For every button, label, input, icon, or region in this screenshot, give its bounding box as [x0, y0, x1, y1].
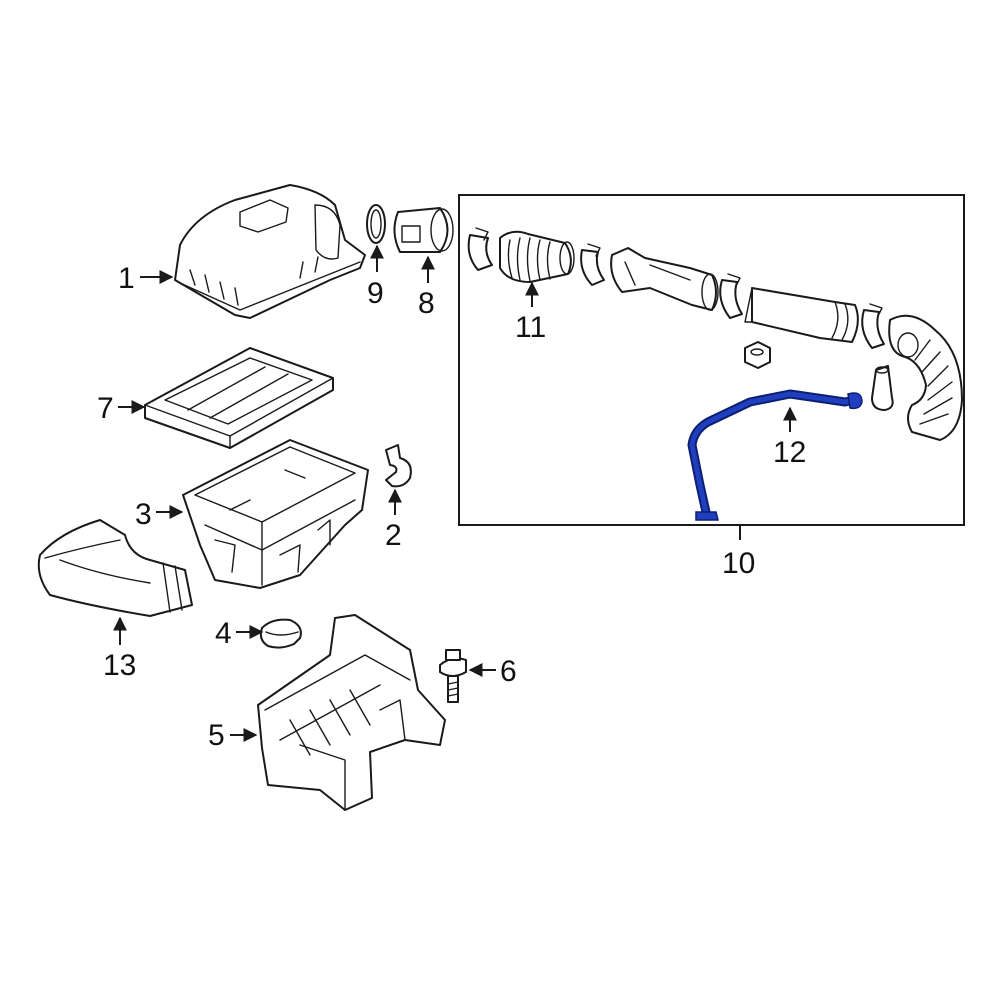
- svg-text:8: 8: [418, 287, 435, 320]
- svg-text:7: 7: [97, 392, 114, 425]
- part-6-bolt[interactable]: [439, 649, 467, 703]
- part-8-airflow-sensor[interactable]: [393, 207, 454, 253]
- callout-3: 3: [135, 498, 184, 531]
- pcv-tube-inner: [689, 391, 858, 515]
- elbow-fitting[interactable]: [871, 365, 894, 411]
- callout-8: 8: [418, 255, 435, 320]
- svg-text:9: 9: [367, 277, 384, 310]
- callout-9: 9: [367, 244, 384, 310]
- part-4-grommet[interactable]: [259, 618, 302, 649]
- svg-text:3: 3: [135, 498, 152, 531]
- callout-13: 13: [103, 616, 136, 682]
- pcv-tube-end-fitting: [695, 511, 719, 521]
- svg-text:12: 12: [773, 436, 806, 469]
- callout-11: 11: [515, 281, 546, 344]
- svg-text:6: 6: [500, 655, 517, 688]
- callout-6: 6: [468, 655, 517, 688]
- pcv-tube-upper-fitting: [847, 392, 863, 410]
- callout-10: 10: [722, 547, 755, 580]
- callout-1: 1: [118, 262, 174, 295]
- svg-text:4: 4: [215, 617, 232, 650]
- part-11-coupler-hose[interactable]: [499, 230, 575, 283]
- hose-clamp-4[interactable]: [861, 303, 885, 349]
- hose-clamp-3[interactable]: [719, 273, 743, 319]
- callout-4: 4: [215, 617, 264, 650]
- part-9-o-ring[interactable]: [366, 204, 386, 244]
- callout-12: 12: [773, 406, 806, 469]
- part-3-air-cleaner-housing[interactable]: [182, 439, 369, 589]
- part-5-mounting-bracket[interactable]: [257, 614, 446, 811]
- part-7-air-filter[interactable]: [144, 347, 334, 449]
- part-10-outlet-duct-assembly-frame: [458, 194, 965, 540]
- svg-text:13: 13: [103, 649, 136, 682]
- callout-2: 2: [385, 488, 402, 552]
- callout-7: 7: [97, 392, 146, 425]
- svg-text:2: 2: [385, 519, 402, 552]
- resonator-tube[interactable]: [744, 287, 859, 343]
- hose-clamp-2[interactable]: [580, 243, 605, 286]
- corrugated-elbow-hose[interactable]: [888, 314, 963, 441]
- callout-5: 5: [208, 719, 258, 752]
- svg-text:11: 11: [515, 311, 546, 344]
- svg-text:10: 10: [722, 547, 755, 580]
- part-13-inlet-duct[interactable]: [37, 519, 193, 617]
- svg-text:5: 5: [208, 719, 225, 752]
- part-2-clip[interactable]: [385, 444, 412, 488]
- hex-nut[interactable]: [744, 341, 771, 369]
- part-12-pcv-tube[interactable]: [687, 389, 863, 521]
- part-1-air-cleaner-cover[interactable]: [174, 184, 366, 319]
- svg-text:1: 1: [118, 262, 135, 295]
- hose-clamp[interactable]: [467, 227, 493, 271]
- outlet-tube-section[interactable]: [610, 247, 719, 311]
